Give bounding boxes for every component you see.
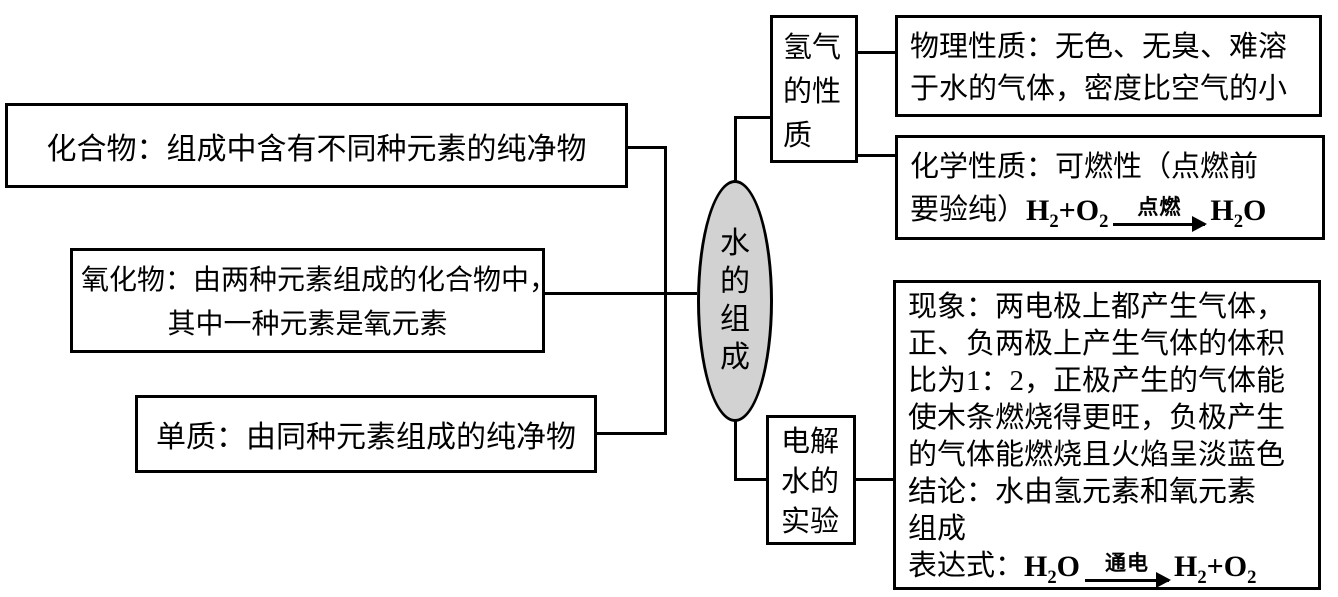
oxide-definition-box: 氧化物：由两种元素组成的化合物中， 其中一种元素是氧元素 (70, 248, 558, 353)
o-subscript: 2 (1247, 567, 1257, 588)
hydrogen-branch-hline (734, 116, 770, 119)
combustion-equation-row: 要验纯） H2+O2 点燃 H2O (910, 189, 1310, 232)
electrolysis-experiment-label: 电解水的实验 (781, 426, 840, 538)
electrolysis-branch-hline2 (856, 478, 893, 481)
phenomenon-line4: 使木条燃烧得更旺，负极产生 (908, 402, 1286, 434)
element-connector-line (597, 432, 667, 435)
hydrogen-oxygen-reactants: H2+O2 (1026, 189, 1108, 232)
compound-definition-text: 化合物：组成中含有不同种元素的纯净物 (46, 132, 587, 166)
chemical-connector-line (857, 154, 895, 157)
electrolysis-branch-vline (734, 420, 737, 481)
conclusion-line2: 组成 (908, 513, 967, 545)
physical-properties-box: 物理性质：无色、无臭、难溶 于水的气体，密度比空气的小 (895, 15, 1322, 117)
electrolysis-detail-box: 现象：两电极上都产生气体， 正、负两极上产生气体的体积 比为1：2，正极产生的气… (893, 280, 1321, 590)
expression-label: 表达式： (908, 550, 1025, 582)
physical-properties-line2: 于水的气体，密度比空气的小 (910, 73, 1288, 105)
h-subscript: 2 (1049, 211, 1059, 232)
electricity-reaction-arrow: 通电 (1085, 551, 1169, 582)
element-definition-text: 单质：由同种元素组成的纯净物 (156, 421, 576, 454)
electrolysis-experiment-node: 电解水的实验 (766, 415, 856, 545)
o-subscript: 2 (1099, 211, 1109, 232)
water-composition-node: 水的组成 (697, 180, 773, 422)
water-composition-label: 水的组成 (720, 227, 750, 374)
hydrogen-properties-node: 氢气的性质 (770, 15, 858, 163)
o-symbol: O (1243, 194, 1267, 227)
phenomenon-line1: 现象：两电极上都产生气体， (908, 291, 1286, 323)
right-arrow-icon (1085, 578, 1169, 582)
electrolysis-equation-row: 表达式： H2O 通电 H2+O2 (908, 548, 1310, 588)
compound-definition-box: 化合物：组成中含有不同种元素的纯净物 (5, 103, 628, 188)
electricity-condition-label: 通电 (1105, 551, 1149, 576)
h-symbol: H (1026, 194, 1050, 227)
o-symbol: O (1056, 550, 1080, 583)
ignite-reaction-arrow: 点燃 (1113, 195, 1206, 226)
h-symbol: H (1174, 550, 1198, 583)
phenomenon-line3: 比为1：2，正极产生的气体能 (908, 365, 1286, 397)
phenomenon-line5: 的气体能燃烧且火焰呈淡蓝色 (908, 439, 1286, 471)
oxide-definition-line2: 其中一种元素是氧元素 (167, 309, 448, 340)
h-subscript: 2 (1047, 567, 1057, 588)
conclusion-line1: 结论：水由氢元素和氧元素 (908, 476, 1257, 508)
h-subscript: 2 (1233, 211, 1244, 232)
water-reactant: H2O (1024, 548, 1080, 588)
electrolysis-branch-hline1 (734, 478, 766, 481)
water-product: H2O (1210, 189, 1266, 232)
h-symbol: H (1210, 194, 1234, 227)
plus-o-symbol: +O (1206, 550, 1248, 583)
oxide-connector-line (545, 292, 697, 295)
physical-properties-line1: 物理性质：无色、无臭、难溶 (910, 31, 1288, 63)
chemical-properties-line2-prefix: 要验纯） (910, 194, 1027, 226)
compound-connector-line (628, 146, 667, 149)
hydrogen-branch-vline (734, 116, 737, 182)
phenomenon-line2: 正、负两极上产生气体的体积 (908, 328, 1286, 360)
h-subscript: 2 (1197, 567, 1207, 588)
chemical-properties-box: 化学性质：可燃性（点燃前 要验纯） H2+O2 点燃 H2O (895, 135, 1325, 240)
right-arrow-icon (1113, 222, 1206, 226)
chemical-properties-line1: 化学性质：可燃性（点燃前 (910, 151, 1259, 183)
left-bus-line (664, 146, 667, 435)
plus-o-symbol: +O (1058, 194, 1100, 227)
physical-connector-line (857, 51, 895, 54)
hydrogen-oxygen-products: H2+O2 (1174, 548, 1257, 588)
hydrogen-properties-label: 氢气的性质 (783, 32, 842, 152)
element-definition-box: 单质：由同种元素组成的纯净物 (135, 395, 597, 473)
ignite-condition-label: 点燃 (1137, 195, 1182, 220)
h-symbol: H (1024, 550, 1048, 583)
oxide-definition-line1: 氧化物：由两种元素组成的化合物中， (81, 265, 558, 296)
